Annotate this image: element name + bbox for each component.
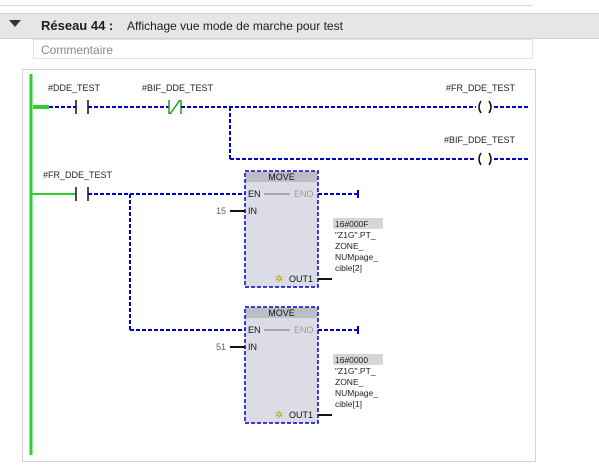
out-operand-1[interactable]: 16#000F "Z1G".PT_ ZONE_ NUMpage_ cible[2… bbox=[333, 218, 383, 273]
move-block-1[interactable]: MOVE EN ENO IN 15 ✲ OUT1 bbox=[216, 170, 319, 288]
coil-left bbox=[478, 100, 482, 114]
in-value[interactable]: 51 bbox=[216, 342, 226, 352]
contact-label: #FR_DDE_TEST bbox=[43, 170, 113, 180]
out-operand-line: cible[2] bbox=[335, 263, 362, 273]
coil-right bbox=[488, 100, 492, 114]
contact-label: #BIF_DDE_TEST bbox=[142, 83, 214, 93]
out-value: 16#0000 bbox=[335, 355, 368, 365]
coil-label: #FR_DDE_TEST bbox=[446, 83, 516, 93]
out-operand-line: "Z1G".PT_ bbox=[335, 230, 376, 240]
network-comment-field[interactable]: Commentaire bbox=[33, 39, 533, 59]
block-title: MOVE bbox=[268, 308, 295, 318]
contact-dde-test[interactable]: #DDE_TEST bbox=[48, 83, 101, 114]
out-operand-line: "Z1G".PT_ bbox=[335, 366, 376, 376]
network-title: Réseau 44 : bbox=[41, 18, 114, 33]
out-operand-line: cible[1] bbox=[335, 399, 362, 409]
out-operand-line: ZONE_ bbox=[335, 377, 364, 387]
network-header[interactable]: Réseau 44 : Affichage vue mode de marche… bbox=[0, 13, 599, 39]
out-operand-line: ZONE_ bbox=[335, 241, 364, 251]
in-value[interactable]: 15 bbox=[216, 206, 226, 216]
out-value: 16#000F bbox=[335, 219, 369, 229]
asterisk-icon: ✲ bbox=[275, 410, 283, 421]
pin-eno: ENO bbox=[294, 189, 314, 199]
out-value-highlight bbox=[333, 354, 383, 365]
network-description[interactable]: Affichage vue mode de marche pour test bbox=[127, 19, 343, 33]
block-body bbox=[244, 170, 319, 288]
contact-bif-dde-test-nc[interactable]: #BIF_DDE_TEST bbox=[142, 83, 214, 115]
pin-in: IN bbox=[248, 206, 257, 216]
out-operand-2[interactable]: 16#0000 "Z1G".PT_ ZONE_ NUMpage_ cible[1… bbox=[333, 354, 383, 409]
coil-left bbox=[478, 152, 482, 166]
coil-bif-dde-test[interactable]: #BIF_DDE_TEST bbox=[444, 135, 516, 166]
pin-eno: ENO bbox=[294, 325, 314, 335]
asterisk-icon: ✲ bbox=[275, 274, 283, 285]
out-value-highlight bbox=[333, 218, 383, 229]
pin-en: EN bbox=[248, 325, 261, 335]
contact-fr-dde-test[interactable]: #FR_DDE_TEST bbox=[43, 170, 113, 201]
out-operand-line: NUMpage_ bbox=[335, 252, 378, 262]
coil-fr-dde-test[interactable]: #FR_DDE_TEST bbox=[446, 83, 516, 114]
negation-slash bbox=[169, 99, 181, 115]
top-divider bbox=[0, 0, 532, 6]
block-header bbox=[246, 308, 317, 318]
power-rail-tab bbox=[33, 105, 49, 109]
block-header bbox=[246, 172, 317, 182]
move-block-2[interactable]: MOVE EN ENO IN 51 ✲ OUT1 bbox=[216, 306, 319, 424]
collapse-triangle-icon[interactable] bbox=[9, 20, 21, 27]
block-body bbox=[244, 306, 319, 424]
pin-out1: OUT1 bbox=[289, 410, 313, 420]
pin-en: EN bbox=[248, 189, 261, 199]
out-operand-line: NUMpage_ bbox=[335, 388, 378, 398]
pin-in: IN bbox=[248, 342, 257, 352]
coil-right bbox=[488, 152, 492, 166]
pin-out1: OUT1 bbox=[289, 274, 313, 284]
contact-label: #DDE_TEST bbox=[48, 83, 101, 93]
coil-label: #BIF_DDE_TEST bbox=[444, 135, 516, 145]
block-title: MOVE bbox=[268, 172, 295, 182]
